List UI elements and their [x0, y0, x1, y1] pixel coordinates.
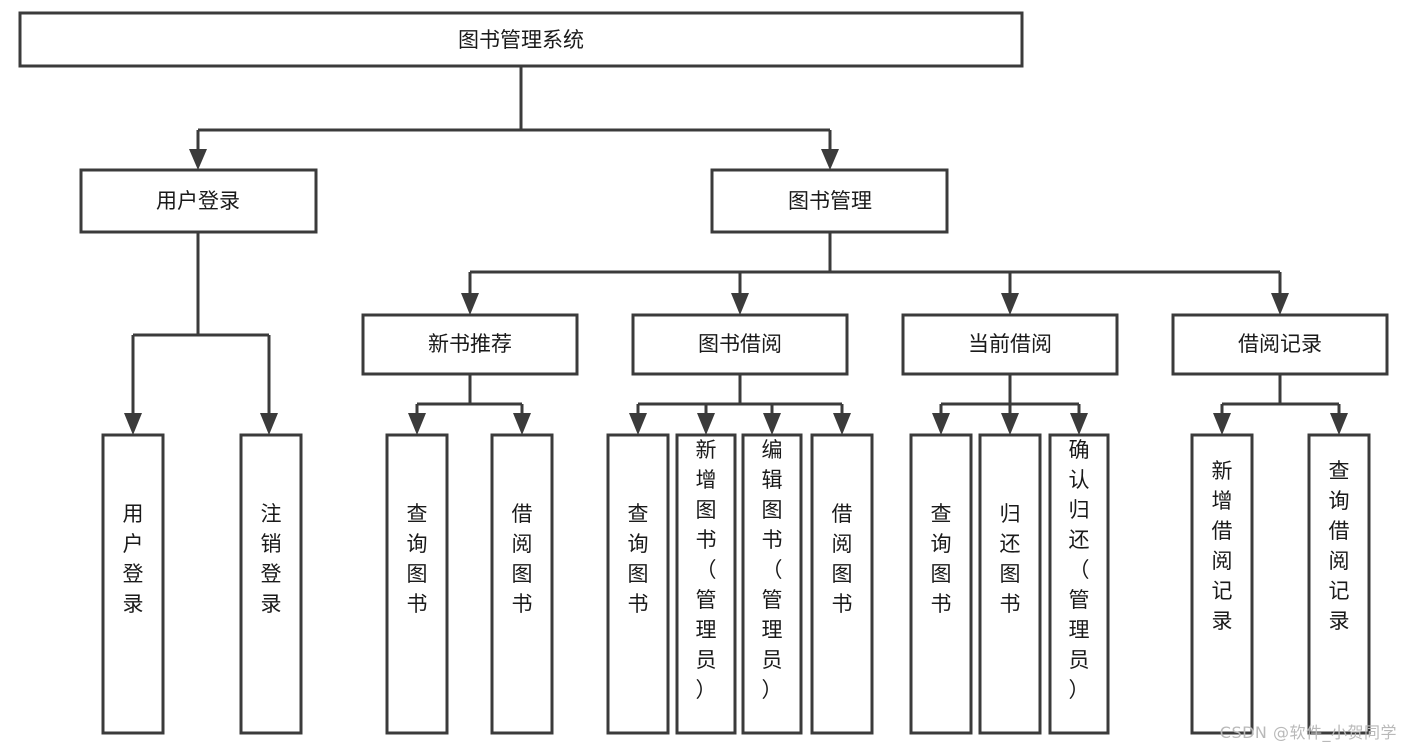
leaf-box-cb-return-book[interactable]: [978, 433, 1042, 735]
arrow-head-current-borrow: [1001, 293, 1019, 315]
leaf-box-nb-query-book[interactable]: [385, 433, 449, 735]
leaf-box-br-query-record[interactable]: [1307, 433, 1371, 735]
leaf-label-bb-query-book: 查询图书: [628, 502, 649, 616]
leaf-label-bb-add-book: 新增图书（管理员）: [696, 438, 717, 702]
leaf-box-bb-edit-book[interactable]: [741, 433, 803, 735]
leaf-label-cb-return-book: 归还图书: [1000, 502, 1021, 616]
leaf-box-logout[interactable]: [239, 433, 303, 735]
node-user-login-label: 用户登录: [156, 189, 240, 213]
leaf-node-cb-return-book[interactable]: 归还图书: [978, 433, 1042, 735]
leaf-box-br-add-record[interactable]: [1190, 433, 1254, 735]
leaf-box-user-login-do[interactable]: [101, 433, 165, 735]
leaf-label-cb-query-book: 查询图书: [931, 502, 952, 616]
arrow-head-bb-leaf2: [697, 413, 715, 435]
node-new-book-recommend-label: 新书推荐: [428, 332, 512, 356]
arrow-head-br-leaf1: [1213, 413, 1231, 435]
leaf-node-bb-edit-book[interactable]: 编辑图书（管理员）: [741, 433, 803, 735]
leaf-label-bb-borrow-book: 借阅图书: [832, 502, 853, 616]
arrow-head-nb-leaf1: [408, 413, 426, 435]
arrow-head-cb-leaf1: [932, 413, 950, 435]
leaf-label-br-add-record: 新增借阅记录: [1212, 459, 1233, 633]
node-root-box[interactable]: [18, 11, 1024, 68]
node-book-borrow[interactable]: 图书借阅: [631, 313, 849, 376]
node-borrow-record-label: 借阅记录: [1238, 332, 1322, 356]
arrow-head-cb-leaf3: [1070, 413, 1088, 435]
node-current-borrow-box[interactable]: [901, 313, 1119, 376]
node-new-book-recommend-box[interactable]: [361, 313, 579, 376]
leaf-node-br-query-record[interactable]: 查询借阅记录: [1307, 433, 1371, 735]
arrow-head-borrow-record: [1271, 293, 1289, 315]
connector-group-root: [189, 66, 839, 170]
node-book-borrow-label: 图书借阅: [698, 332, 782, 356]
node-borrow-record[interactable]: 借阅记录: [1171, 313, 1389, 376]
leaf-label-br-query-record: 查询借阅记录: [1329, 459, 1350, 633]
node-root-label: 图书管理系统: [458, 28, 584, 52]
leaf-node-bb-add-book[interactable]: 新增图书（管理员）: [675, 433, 737, 735]
node-book-manage-label: 图书管理: [788, 189, 872, 213]
leaf-label-cb-confirm-return: 确认归还（管理员）: [1069, 438, 1090, 702]
leaf-node-bb-borrow-book[interactable]: 借阅图书: [810, 433, 874, 735]
node-book-manage-box[interactable]: [710, 168, 949, 234]
arrow-head-bb-leaf1: [629, 413, 647, 435]
arrow-head-br-leaf2: [1330, 413, 1348, 435]
node-user-login-box[interactable]: [79, 168, 318, 234]
leaf-label-bb-edit-book: 编辑图书（管理员）: [762, 438, 783, 702]
arrow-head-leaf-user-login: [124, 413, 142, 435]
node-new-book-recommend[interactable]: 新书推荐: [361, 313, 579, 376]
arrow-head-nb-leaf2: [513, 413, 531, 435]
leaf-label-nb-borrow-book: 借阅图书: [512, 502, 533, 616]
node-current-borrow-label: 当前借阅: [968, 332, 1052, 356]
leaf-node-nb-borrow-book[interactable]: 借阅图书: [490, 433, 554, 735]
arrow-head-cb-leaf2: [1001, 413, 1019, 435]
arrow-head-book-borrow: [731, 293, 749, 315]
arrow-head-bb-leaf4: [833, 413, 851, 435]
connector-group-new-book-leaves: [408, 374, 531, 435]
leaf-box-bb-borrow-book[interactable]: [810, 433, 874, 735]
arrow-head-book-manage: [821, 149, 839, 170]
arrow-head-bb-leaf3: [763, 413, 781, 435]
leaf-node-user-login-do[interactable]: 用户登录: [101, 433, 165, 735]
node-book-manage[interactable]: 图书管理: [710, 168, 949, 234]
leaf-node-logout[interactable]: 注销登录: [239, 433, 303, 735]
connector-group-book-borrow-leaves: [629, 374, 851, 435]
leaf-box-cb-confirm-return[interactable]: [1048, 433, 1110, 735]
connector-group-borrow-record-leaves: [1213, 374, 1348, 435]
node-current-borrow[interactable]: 当前借阅: [901, 313, 1119, 376]
leaf-label-nb-query-book: 查询图书: [407, 502, 428, 616]
connector-group-current-borrow-leaves: [932, 374, 1088, 435]
leaf-box-bb-add-book[interactable]: [675, 433, 737, 735]
arrow-head-new-book: [461, 293, 479, 315]
arrow-head-user-login: [189, 149, 207, 170]
leaf-box-cb-query-book[interactable]: [909, 433, 973, 735]
leaf-node-bb-query-book[interactable]: 查询图书: [606, 433, 670, 735]
leaf-box-bb-query-book[interactable]: [606, 433, 670, 735]
leaf-node-br-add-record[interactable]: 新增借阅记录: [1190, 433, 1254, 735]
node-borrow-record-box[interactable]: [1171, 313, 1389, 376]
leaf-node-cb-confirm-return[interactable]: 确认归还（管理员）: [1048, 433, 1110, 735]
node-user-login[interactable]: 用户登录: [79, 168, 318, 234]
csdn-watermark: CSDN @软件_小贺同学: [1219, 723, 1397, 742]
leaf-node-cb-query-book[interactable]: 查询图书: [909, 433, 973, 735]
connector-group-book-manage: [461, 232, 1289, 315]
leaf-label-logout: 注销登录: [261, 502, 282, 616]
arrow-head-leaf-logout: [260, 413, 278, 435]
node-book-borrow-box[interactable]: [631, 313, 849, 376]
connector-group-user-login-leaves: [124, 232, 278, 435]
leaf-node-nb-query-book[interactable]: 查询图书: [385, 433, 449, 735]
leaf-box-nb-borrow-book[interactable]: [490, 433, 554, 735]
node-root-system[interactable]: 图书管理系统: [18, 11, 1024, 68]
leaf-label-user-login-do: 用户登录: [123, 502, 144, 616]
